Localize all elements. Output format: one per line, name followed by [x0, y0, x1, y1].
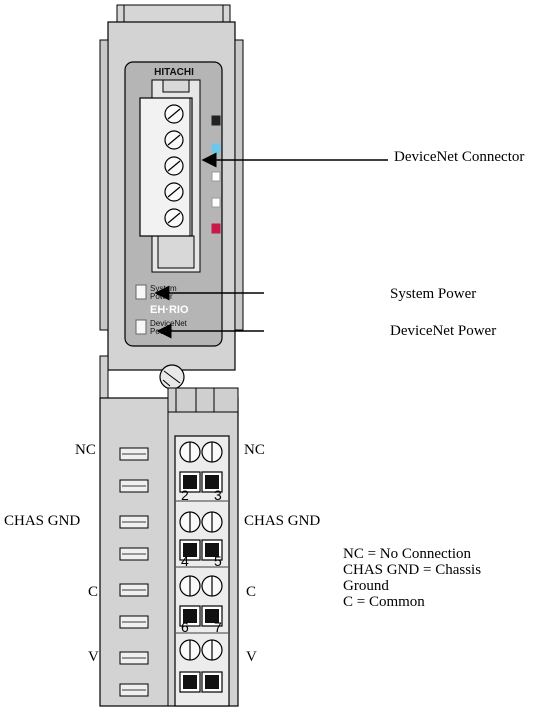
- wire-entry: [179, 671, 201, 693]
- wire-entry: [179, 539, 201, 561]
- right-label-chas-gnd: CHAS GND: [244, 513, 321, 529]
- devicenet-power-label: DeviceNet Power: [390, 323, 497, 339]
- right-label-c: C: [246, 584, 257, 600]
- wire-color-mark: [211, 115, 221, 126]
- wire-entry: [179, 471, 201, 493]
- test-slot: [119, 447, 149, 461]
- eh-rio-logo: EH·RIO: [150, 304, 189, 316]
- system-power-label: System Power: [390, 286, 477, 302]
- left-label-nc: NC: [75, 442, 96, 458]
- pin-number: 3: [214, 487, 222, 503]
- legend-line-nc: NC = No Connection: [343, 546, 472, 562]
- abbreviation-legend: NC = No Connection CHAS GND = Chassis Gr…: [343, 546, 481, 610]
- wire-entry: [201, 605, 223, 627]
- right-label-v: V: [246, 649, 257, 665]
- left-label-chas-gnd: CHAS GND: [4, 513, 81, 529]
- pin-number: 7: [214, 619, 222, 635]
- legend-line-chas-gnd: CHAS GND = Chassis: [343, 562, 482, 578]
- wire-color-mark: [211, 143, 221, 154]
- terminal-cells: 2 3 4 5 6 7: [176, 441, 228, 693]
- wire-entry: [179, 605, 201, 627]
- devicenet-connector-label: DeviceNet Connector: [394, 149, 525, 165]
- plug-screws: [164, 104, 184, 228]
- pin-number: 6: [181, 619, 189, 635]
- top-clip: [116, 4, 231, 24]
- system-power-led: [135, 284, 147, 300]
- test-slot: [119, 683, 149, 697]
- left-rail: [99, 39, 109, 331]
- legend-line-ground: Ground: [343, 578, 389, 594]
- test-point-slots: [119, 447, 149, 697]
- test-slot: [119, 583, 149, 597]
- test-slot: [119, 515, 149, 529]
- wire-color-mark: [211, 171, 221, 182]
- test-slot: [119, 479, 149, 493]
- pin-number: 4: [181, 553, 189, 569]
- test-slot: [119, 615, 149, 629]
- left-label-c: C: [88, 584, 99, 600]
- brand-logo: HITACHI: [154, 67, 194, 78]
- test-slot: [119, 651, 149, 665]
- left-label-v: V: [88, 649, 99, 665]
- test-slot: [119, 547, 149, 561]
- wire-color-mark: [211, 223, 221, 234]
- wire-color-mark: [211, 197, 221, 208]
- release-lever: [99, 355, 109, 399]
- wire-entry: [201, 471, 223, 493]
- right-rail: [234, 39, 244, 331]
- wire-entry: [201, 539, 223, 561]
- wire-entry: [201, 671, 223, 693]
- pin-number: 5: [214, 553, 222, 569]
- devicenet-power-led: [135, 319, 147, 335]
- right-label-nc: NC: [244, 442, 265, 458]
- pin-number: 2: [181, 487, 189, 503]
- legend-line-c: C = Common: [343, 594, 425, 610]
